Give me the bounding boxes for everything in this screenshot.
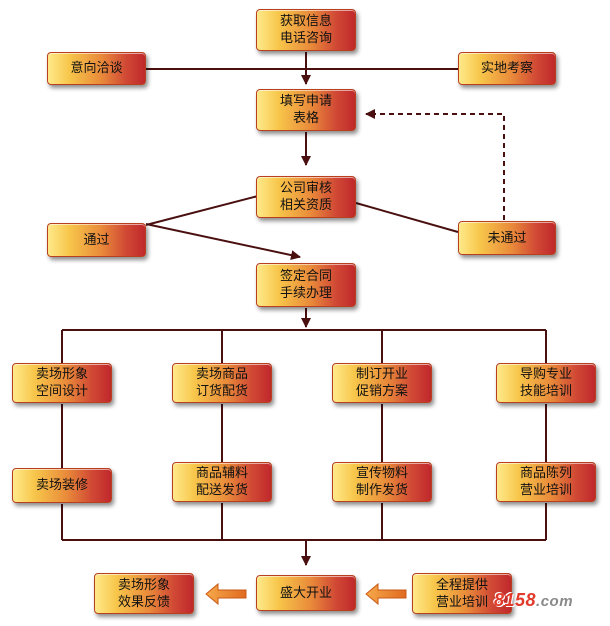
node-store-design-line1: 卖场形象 bbox=[35, 367, 88, 382]
node-promo-plan-line1: 制订开业 bbox=[355, 367, 408, 382]
node-accessory-ship: 商品辅料 配送发货 bbox=[172, 462, 272, 502]
node-store-design-line2: 空间设计 bbox=[35, 384, 88, 399]
node-passed-line1: 通过 bbox=[83, 232, 110, 248]
node-guide-training: 导购专业 技能培训 bbox=[496, 363, 596, 403]
node-decoration-line1: 卖场装修 bbox=[35, 478, 88, 493]
node-feedback-line1: 卖场形象 bbox=[117, 577, 170, 593]
watermark-suffix: .com bbox=[536, 593, 574, 610]
orange-arrow-opening-to-feedback bbox=[205, 582, 247, 606]
node-display-training-line1: 商品陈列 bbox=[519, 466, 572, 481]
node-company-review: 公司审核 相关资质 bbox=[256, 176, 356, 218]
node-passed: 通过 bbox=[47, 223, 146, 257]
node-not-passed: 未通过 bbox=[458, 221, 556, 255]
node-not-passed-line1: 未通过 bbox=[487, 230, 527, 246]
node-company-review-line1: 公司审核 bbox=[279, 181, 332, 196]
node-sign-contract-line1: 签定合同 bbox=[279, 269, 332, 284]
node-feedback: 卖场形象 效果反馈 bbox=[94, 573, 194, 614]
node-site-visit-line1: 实地考察 bbox=[480, 61, 533, 76]
node-store-design: 卖场形象 空间设计 bbox=[12, 363, 112, 403]
node-sign-contract: 签定合同 手续办理 bbox=[256, 263, 356, 307]
node-promo-material-line2: 制作发货 bbox=[355, 483, 408, 498]
connector-passed-to-contract bbox=[145, 223, 301, 261]
node-goods-order-line2: 订货配货 bbox=[195, 384, 248, 399]
node-goods-order-line1: 卖场商品 bbox=[195, 367, 248, 382]
node-display-training-line2: 营业培训 bbox=[519, 483, 572, 498]
node-get-info-line1: 获取信息 bbox=[279, 14, 332, 29]
node-feedback-line2: 效果反馈 bbox=[117, 594, 170, 610]
node-full-support: 全程提供 营业培训 bbox=[412, 573, 512, 614]
node-sign-contract-line2: 手续办理 bbox=[279, 286, 332, 301]
node-full-support-line2: 营业培训 bbox=[435, 594, 488, 610]
node-full-support-line1: 全程提供 bbox=[435, 577, 488, 593]
connector-review-to-passed bbox=[145, 195, 259, 226]
node-promo-material-line1: 宣传物料 bbox=[355, 466, 408, 481]
node-company-review-line2: 相关资质 bbox=[279, 198, 332, 213]
node-promo-plan: 制订开业 促销方案 bbox=[332, 363, 432, 403]
node-fill-form: 填写申请 表格 bbox=[256, 89, 356, 131]
orange-arrow-support-to-opening bbox=[365, 582, 407, 606]
node-guide-training-line1: 导购专业 bbox=[519, 367, 572, 382]
node-decoration: 卖场装修 bbox=[12, 468, 112, 503]
connector-review-to-notpassed bbox=[355, 202, 459, 233]
node-promo-plan-line2: 促销方案 bbox=[355, 384, 408, 399]
node-accessory-ship-line2: 配送发货 bbox=[195, 483, 248, 498]
node-get-info: 获取信息 电话咨询 bbox=[256, 9, 356, 51]
watermark-logo: 8158.com bbox=[494, 590, 573, 611]
node-get-info-line2: 电话咨询 bbox=[279, 31, 332, 46]
node-intent-talk: 意向洽谈 bbox=[47, 52, 146, 85]
node-promo-material: 宣传物料 制作发货 bbox=[332, 462, 432, 502]
node-fill-form-line1: 填写申请 bbox=[279, 94, 332, 109]
node-site-visit: 实地考察 bbox=[458, 52, 556, 85]
watermark-brand: 8158 bbox=[494, 590, 537, 610]
connector-notpassed-back-to-form bbox=[365, 109, 505, 220]
node-goods-order: 卖场商品 订货配货 bbox=[172, 363, 272, 403]
node-display-training: 商品陈列 营业培训 bbox=[496, 462, 596, 502]
node-guide-training-line2: 技能培训 bbox=[519, 384, 572, 399]
node-fill-form-line2: 表格 bbox=[292, 111, 319, 126]
node-grand-opening-line1: 盛大开业 bbox=[279, 585, 332, 601]
node-accessory-ship-line1: 商品辅料 bbox=[195, 466, 248, 481]
node-grand-opening: 盛大开业 bbox=[256, 575, 356, 611]
node-intent-talk-line1: 意向洽谈 bbox=[70, 61, 123, 76]
